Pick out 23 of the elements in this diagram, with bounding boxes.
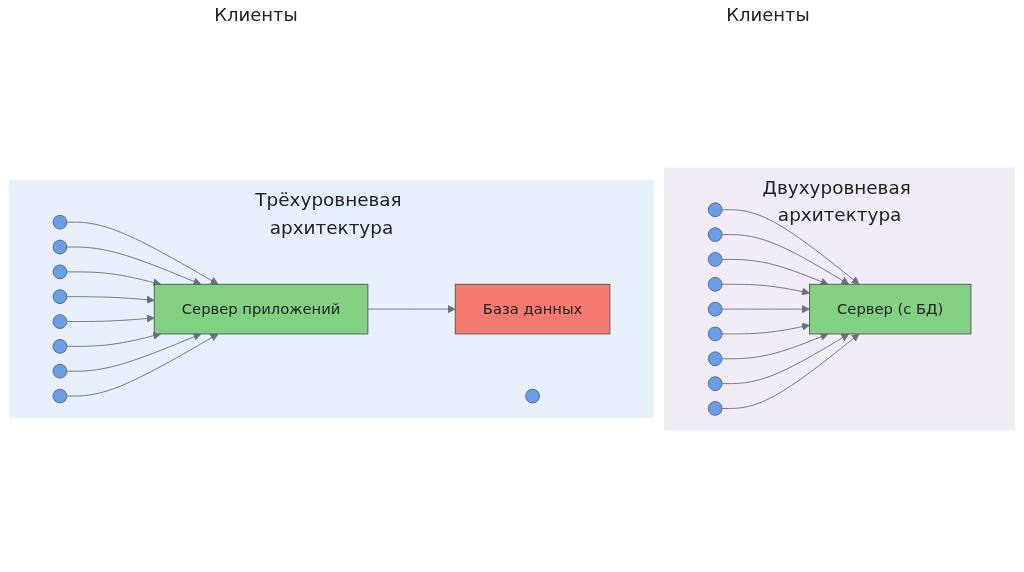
node-circle [52, 339, 68, 354]
node-circle [707, 252, 723, 267]
node-circle [52, 239, 68, 255]
node-circle [707, 276, 723, 292]
node-circle [707, 401, 723, 416]
node-circle [707, 376, 723, 391]
node-box: Сервер (с БД) [809, 283, 972, 335]
node-circle [707, 202, 723, 218]
node-circle [52, 363, 68, 379]
node-box: База данных [454, 283, 611, 335]
group-label: Клиенты [726, 4, 810, 27]
node-circle [52, 289, 68, 305]
node-circle [525, 388, 540, 404]
node-circle [707, 351, 723, 367]
group-label: Клиенты [214, 4, 298, 27]
node-circle [707, 227, 723, 242]
node-circle [52, 314, 68, 329]
node-circle [52, 388, 68, 404]
node-circle [52, 214, 68, 230]
node-circle [707, 326, 723, 342]
node-circle [52, 264, 68, 280]
node-box: Сервер приложений [153, 283, 369, 335]
node-circle [707, 301, 723, 317]
